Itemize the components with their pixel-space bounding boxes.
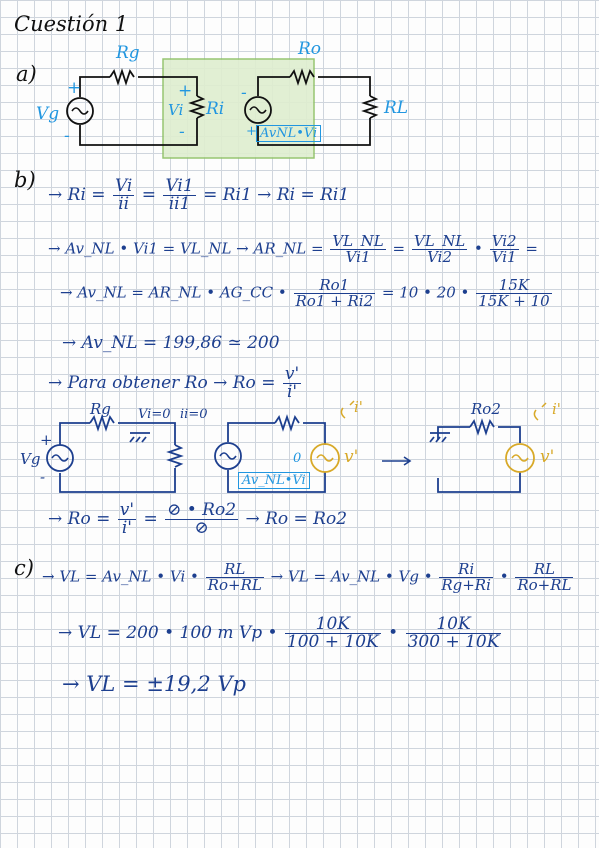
label-ri: Ri: [206, 99, 225, 119]
part-b-label: b): [14, 168, 36, 192]
test-source-icon-1: [310, 443, 340, 473]
label-dependent-source: AvNL•Vi: [256, 125, 322, 142]
label-vg: Vg: [36, 104, 60, 124]
label-ro: Ro: [298, 39, 322, 59]
minus-sign: -: [40, 468, 46, 486]
minus-sign: -: [241, 83, 247, 103]
label-vi: Vi: [168, 101, 184, 119]
equation-b4: → Av_NL = 199,86 ≃ 200: [62, 333, 280, 353]
label-rg: Rg: [116, 43, 140, 63]
label-dependent-source-b: Av_NL•Vi: [238, 472, 310, 489]
label-iprime: i': [354, 398, 363, 416]
dependent-source-icon: [244, 96, 272, 124]
circuit-a-left: [79, 68, 206, 146]
vg-source-icon: [66, 97, 94, 125]
current-arrow-icon-2: [533, 402, 547, 421]
label-ro2: Ro2: [471, 400, 501, 418]
plus-sign: +: [246, 124, 257, 139]
label-vi-zero: Vi=0: [138, 407, 171, 422]
label-ii-zero: ii=0: [180, 407, 208, 422]
page-title: Cuestión 1: [14, 12, 129, 36]
plus-sign: +: [178, 81, 193, 101]
equation-c3: → VL = ±19,2 Vp: [62, 672, 246, 696]
label-rg-b: Rg: [90, 400, 111, 418]
arrow-icon: [382, 456, 412, 466]
current-arrow-icon: [340, 400, 355, 419]
part-a-label: a): [16, 62, 37, 86]
vg-source-icon-b: [46, 444, 74, 472]
part-c-label: c): [14, 556, 34, 580]
minus-sign: -: [179, 122, 185, 142]
test-source-icon-2: [505, 443, 535, 473]
minus-sign: -: [64, 126, 70, 146]
label-vprime: v': [344, 447, 359, 467]
plus-sign: +: [40, 431, 53, 449]
label-vprime-2: v': [540, 447, 555, 467]
equation-b5: → Para obtener Ro → Ro = v'i': [48, 364, 302, 402]
plus-sign: +: [67, 78, 82, 98]
circuit-a-right: [257, 68, 379, 146]
label-rl: RL: [384, 98, 409, 118]
label-vg-b: Vg: [20, 450, 41, 468]
circuit-b: [59, 414, 521, 493]
dependent-source-icon-b: [214, 442, 242, 470]
equation-b6: → Ro = v'i' = ⊘ • Ro2⊘ → Ro = Ro2: [48, 500, 348, 538]
label-zero: 0: [293, 451, 302, 466]
label-iprime-2: i': [552, 400, 561, 418]
